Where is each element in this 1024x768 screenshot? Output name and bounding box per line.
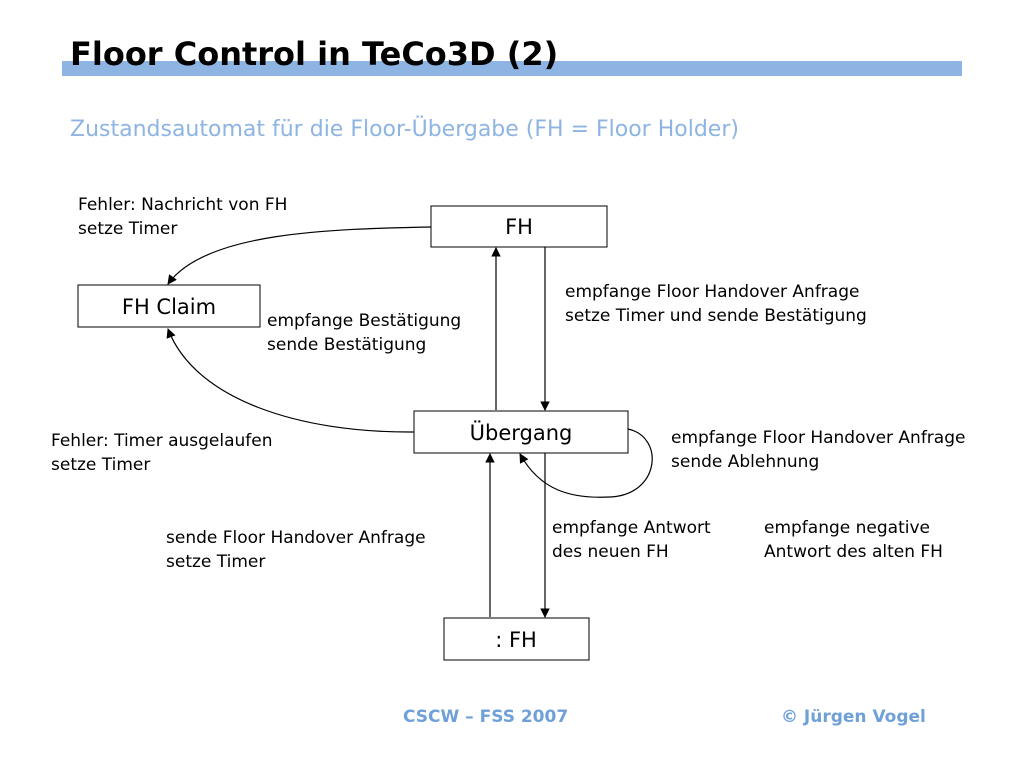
state-uebergang-label: Übergang	[470, 420, 573, 445]
arrow-uebergang-to-claim	[166, 328, 415, 433]
label-uebergang-self: empfange Floor Handover Anfrage sende Ab…	[671, 428, 971, 472]
label-uebergang-to-newfh: empfange Antwort des neuen FH	[552, 518, 716, 562]
state-new-fh-label: : FH	[495, 628, 537, 652]
state-uebergang: Übergang	[413, 410, 629, 454]
label-fh-to-uebergang: empfange Floor Handover Anfrage setze Ti…	[565, 282, 867, 326]
arrow-uebergang-self-loop	[519, 428, 653, 498]
footer-copyright: © Jürgen Vogel	[781, 707, 926, 727]
state-fh-label: FH	[505, 215, 533, 239]
footer-course: CSCW – FSS 2007	[403, 707, 569, 727]
label-uebergang-to-claim: Fehler: Timer ausgelaufen setze Timer	[51, 431, 278, 475]
state-fh: FH	[430, 205, 608, 248]
state-fh-claim-label: FH Claim	[122, 295, 216, 319]
slide-title: Floor Control in TeCo3D (2)	[70, 35, 559, 73]
state-fh-claim: FH Claim	[77, 284, 261, 328]
label-newfh-to-uebergang: sende Floor Handover Anfrage setze Timer	[166, 528, 431, 572]
label-fh-to-claim: Fehler: Nachricht von FH setze Timer	[78, 195, 293, 239]
slide-subtitle: Zustandsautomat für die Floor-Übergabe (…	[70, 117, 739, 142]
arrow-fh-to-claim	[167, 226, 432, 285]
label-uebergang-to-newfh-negative: empfange negative Antwort des alten FH	[764, 518, 943, 562]
state-new-fh: : FH	[443, 617, 590, 661]
label-claim-to-fh: empfange Bestätigung sende Bestätigung	[267, 311, 467, 355]
title-underline-bar	[62, 61, 962, 76]
